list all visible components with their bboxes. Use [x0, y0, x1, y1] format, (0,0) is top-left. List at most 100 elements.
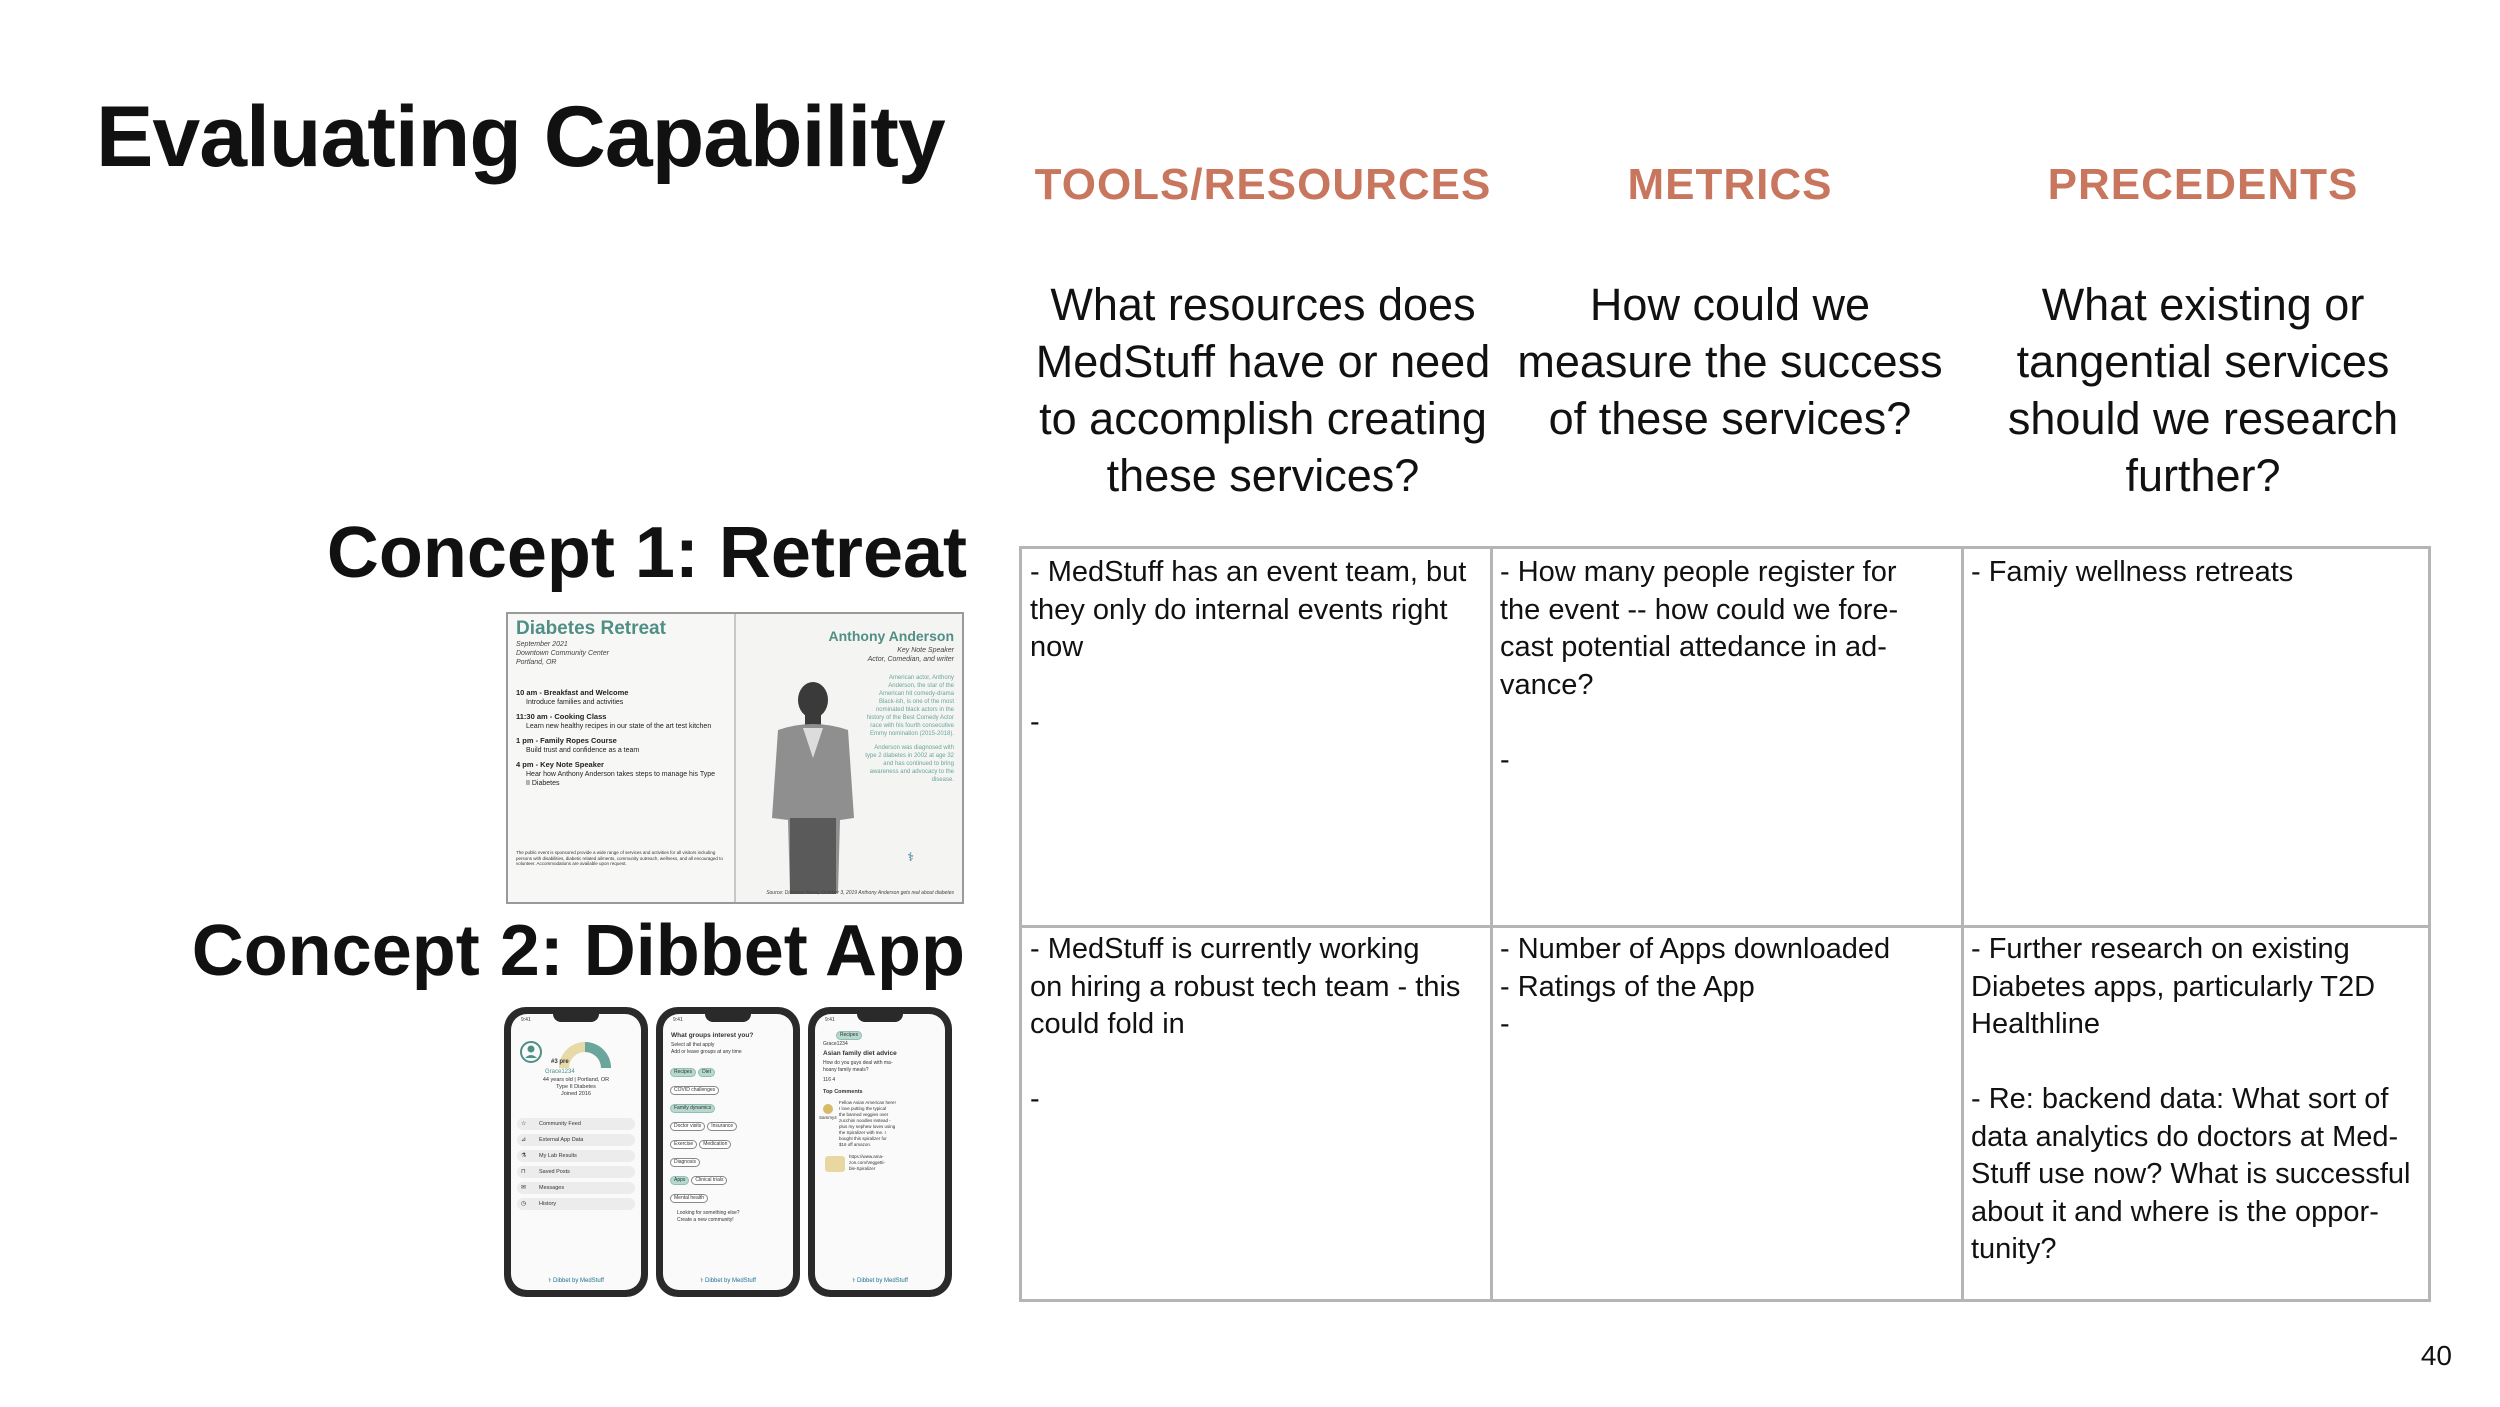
cell-retreat-tools: - MedStuff has an event team, but they o… [1030, 556, 1467, 738]
col-question-precedents: What existing or tangential services sho… [2007, 279, 2399, 501]
caduceus-icon: ⚕ [548, 1278, 552, 1284]
bookmark-icon: ⊓ [521, 1169, 526, 1175]
menu-messages[interactable]: Messages [517, 1182, 635, 1194]
menu-saved-posts[interactable]: Saved Posts [517, 1166, 635, 1178]
chip-recipes[interactable]: Recipes [670, 1068, 697, 1077]
col-question-tools: What resources does MedStuff have or nee… [1035, 279, 1491, 501]
chip-insurance[interactable]: Insurance [707, 1122, 738, 1131]
clock-icon: ◷ [521, 1201, 527, 1207]
table-divider [1022, 925, 2428, 928]
phone-profile-screen: 9:41 #3 pre Grace1234 44 years old | Por… [504, 1007, 648, 1297]
menu-external-app-data[interactable]: External App Data [517, 1134, 635, 1146]
mail-icon: ✉ [521, 1185, 527, 1191]
phone-groups-screen: 9:41 What groups interest you? Select al… [656, 1007, 800, 1297]
evaluation-table: - MedStuff has an event team, but they o… [1019, 546, 2431, 1302]
col-heading-metrics: METRICS [1627, 160, 1833, 209]
poster-source: Source: Diabetes News, October 3, 2019 A… [766, 890, 954, 896]
chip-medication[interactable]: Medication [699, 1140, 732, 1149]
concept-1-label: Concept 1: Retreat [326, 513, 967, 593]
chip-clinical-trials[interactable]: Clinical trials [691, 1176, 728, 1185]
comments-heading: Top Comments [823, 1089, 863, 1095]
schedule-desc: Introduce families and activities [526, 699, 624, 706]
schedule-desc: Build trust and confidence as a team [526, 747, 640, 754]
profile-details: 44 years old | Portland, OR Type II Diab… [542, 1077, 610, 1097]
col-question-metrics: How could we measure the success of thes… [1517, 279, 1943, 444]
chip-family[interactable]: Family dynamics [670, 1104, 716, 1113]
progress-gauge [520, 1041, 611, 1068]
speaker-bio-text: Anderson was diagnosed with type 2 diabe… [865, 745, 954, 783]
username: Grace1234 [545, 1069, 575, 1075]
chip-diet[interactable]: Diet [698, 1068, 715, 1077]
create-community-prompt[interactable]: Looking for something else? Create a new… [677, 1210, 740, 1223]
app-footer: Dibbet by MedStuff [705, 1278, 756, 1284]
post-author: Grace1234 [823, 1041, 848, 1047]
post-title: Asian family diet advice [823, 1050, 897, 1057]
poster-divider [734, 614, 736, 902]
poster-city: Portland, OR [516, 659, 557, 666]
col-heading-precedents: PRECEDENTS [2047, 160, 2359, 209]
concept-2-label: Concept 2: Dibbet App [191, 911, 965, 991]
groups-instructions: Select all that apply Add or leave group… [671, 1042, 742, 1055]
phone-screen: 9:41 #3 pre Grace1234 44 years old | Por… [511, 1014, 641, 1290]
post-tag[interactable]: Recipes [836, 1031, 863, 1040]
comment-link[interactable]: https://www.ama- zon.com/Veggetti- ble-S… [849, 1154, 886, 1171]
cell-app-precedents: - Further research on existing Diabetes … [1971, 933, 2411, 1265]
speaker-bio: American actor, Anthony Anderson, the st… [862, 674, 954, 784]
app-footer: Dibbet by MedStuff [857, 1278, 908, 1284]
app-footer: Dibbet by MedStuff [553, 1278, 604, 1284]
page-number: 40 [2420, 1340, 2452, 1371]
chip-doctor-visits[interactable]: Doctor visits [670, 1122, 706, 1131]
chip-covid[interactable]: COVID challenges [670, 1086, 720, 1095]
status-time: 9:41 [673, 1017, 683, 1023]
app-logo: ⚕ Dibbet by MedStuff [511, 1277, 641, 1284]
phone-screen: 9:41 What groups interest you? Select al… [663, 1014, 793, 1290]
schedule-time: 1 pm - Family Ropes Course [516, 736, 617, 745]
post-stats: 116 4 [823, 1077, 836, 1083]
cell-app-metrics: - Number of Apps downloaded - Ratings of… [1500, 933, 1891, 1040]
chip-diagnosis[interactable]: Diagnosis [670, 1158, 700, 1167]
col-heading-tools: TOOLS/RESOURCES [1034, 160, 1492, 209]
caduceus-icon: ⚕ [852, 1278, 856, 1284]
poster-title: Diabetes Retreat [516, 618, 666, 639]
speaker-role: Key Note Speaker [897, 647, 954, 654]
menu-history[interactable]: History [517, 1198, 635, 1210]
schedule-time: 4 pm - Key Note Speaker [516, 760, 604, 769]
poster-schedule-panel: Diabetes Retreat September 2021 Downtown… [508, 614, 734, 902]
speaker-bio-text: American actor, Anthony Anderson, the st… [866, 675, 954, 737]
poster-venue: Downtown Community Center [516, 650, 609, 657]
cell-retreat-precedents: - Famiy wellness retreats [1971, 556, 2294, 588]
cell-retreat-metrics: - How many people register for the event… [1500, 556, 1899, 776]
menu-lab-results[interactable]: My Lab Results [517, 1150, 635, 1162]
speaker-photo [772, 682, 854, 894]
star-icon: ☆ [521, 1121, 527, 1127]
comment-text: Fellow Asian American here! I love putti… [839, 1100, 896, 1147]
menu-community-feed[interactable]: Community Feed [517, 1118, 635, 1130]
table-divider [1490, 549, 1493, 1299]
phone-notch [857, 1014, 903, 1022]
chart-icon: ⊿ [521, 1137, 527, 1143]
speaker-role: Actor, Comedian, and writer [867, 656, 954, 663]
phone-notch [553, 1014, 599, 1022]
cell-app-tools: - MedStuff is currently working on hirin… [1030, 933, 1461, 1115]
status-time: 9:41 [521, 1017, 531, 1023]
caduceus-icon: ⚕ [700, 1278, 704, 1284]
rank-label: #3 pre [551, 1059, 569, 1065]
schedule-desc: Hear how Anthony Anderson takes steps to… [526, 771, 715, 787]
phone-notch [705, 1014, 751, 1022]
phone-screen: 9:41 Recipes Grace1234 Asian family diet… [815, 1014, 945, 1290]
avatar [823, 1104, 833, 1114]
chip-apps[interactable]: Apps [670, 1176, 690, 1185]
app-logo: ⚕ Dibbet by MedStuff [663, 1277, 793, 1284]
status-time: 9:41 [825, 1017, 835, 1023]
chip-exercise[interactable]: Exercise [670, 1140, 698, 1149]
speaker-name: Anthony Anderson [828, 628, 954, 644]
schedule-time: 11:30 am - Cooking Class [516, 712, 607, 721]
chip-mental-health[interactable]: Mental health [670, 1194, 709, 1203]
groups-heading: What groups interest you? [671, 1032, 754, 1039]
retreat-poster: Diabetes Retreat September 2021 Downtown… [506, 612, 964, 904]
poster-fine-print: The public event is sponsored provide a … [516, 850, 723, 866]
poster-date: September 2021 [516, 641, 568, 648]
table-divider [1961, 549, 1964, 1299]
